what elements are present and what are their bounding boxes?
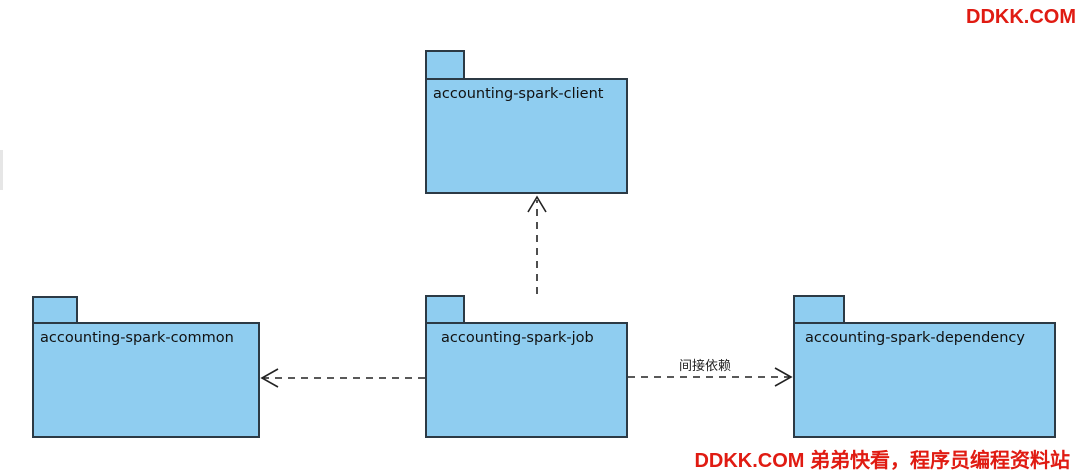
- package-dependency-tab: [793, 295, 845, 324]
- left-edge-artifact: [0, 150, 3, 190]
- package-client: accounting-spark-client: [425, 78, 628, 194]
- package-dependency: accounting-spark-dependency: [793, 322, 1056, 438]
- edge-label-indirect-dependency: 间接依赖: [677, 355, 734, 374]
- watermark-bottom: DDKK.COM 弟弟快看，程序员编程资料站: [694, 450, 1070, 470]
- package-client-tab: [425, 50, 465, 80]
- arrowhead-common: [260, 368, 279, 388]
- package-client-name: accounting-spark-client: [433, 86, 604, 102]
- package-job: accounting-spark-job: [425, 322, 628, 438]
- package-job-tab: [425, 295, 465, 324]
- arrowhead-client: [527, 195, 547, 213]
- watermark-top: DDKK.COM: [966, 6, 1076, 28]
- package-common-name: accounting-spark-common: [40, 330, 234, 346]
- package-common-tab: [32, 296, 78, 324]
- package-job-name: accounting-spark-job: [441, 330, 594, 346]
- package-common: accounting-spark-common: [32, 322, 260, 438]
- arrowhead-dependency: [774, 367, 793, 387]
- package-dependency-name: accounting-spark-dependency: [805, 330, 1025, 346]
